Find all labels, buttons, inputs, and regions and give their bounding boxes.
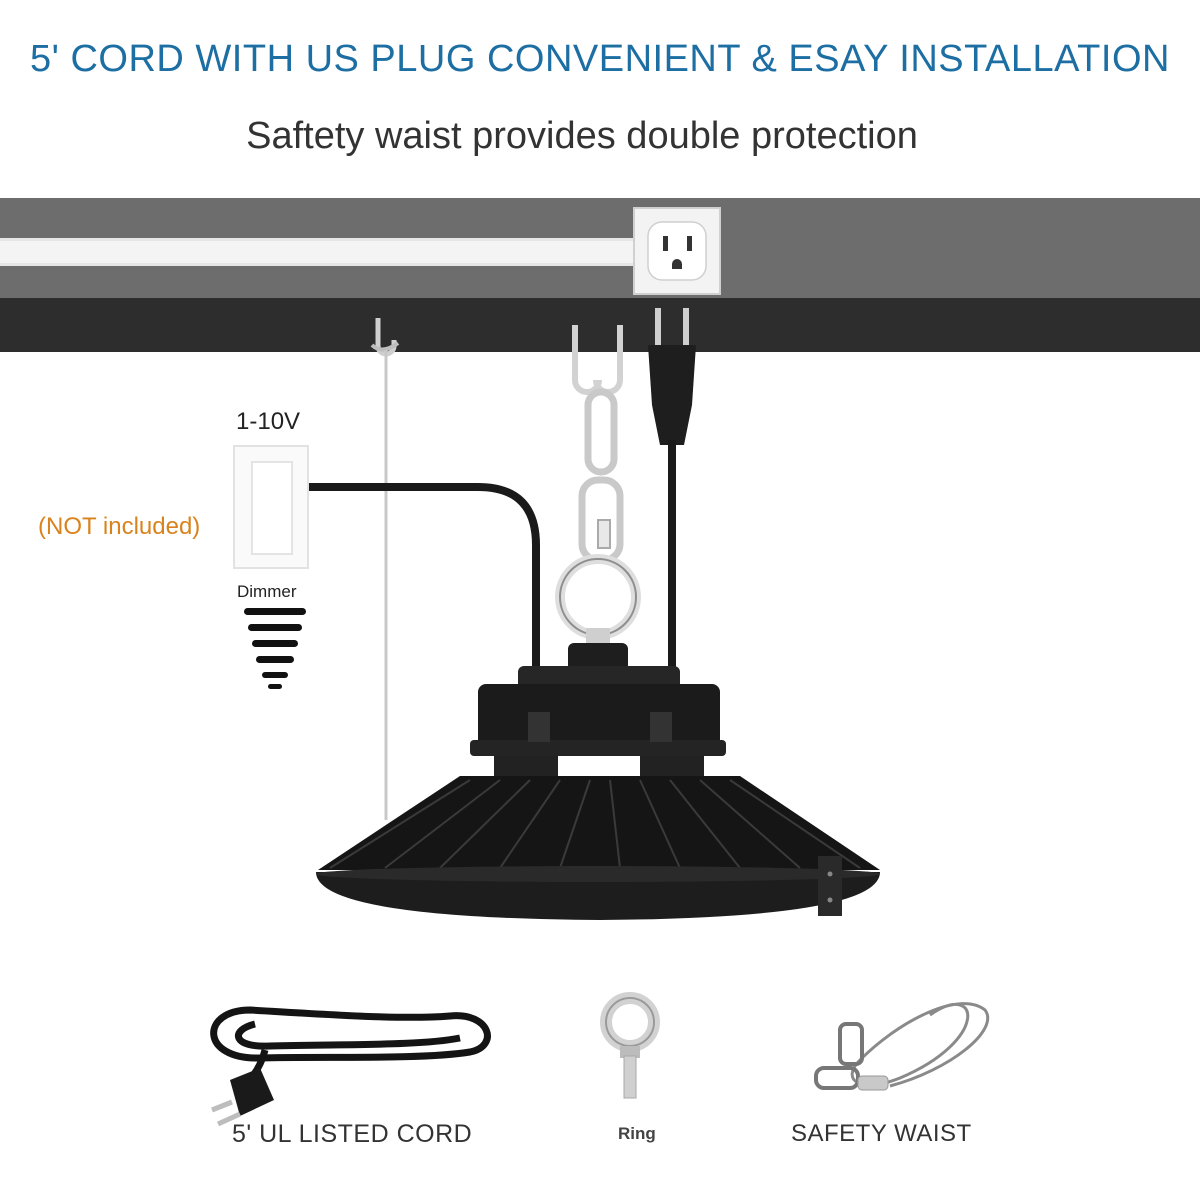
cord-label: 5' UL LISTED CORD bbox=[232, 1120, 473, 1148]
safety-waist-label: SAFETY WAIST bbox=[791, 1120, 972, 1147]
dimmer-level-icon bbox=[244, 608, 306, 689]
plug-cord bbox=[648, 308, 696, 670]
dimmer-switch-icon bbox=[233, 445, 309, 569]
safety-hook-icon bbox=[370, 318, 400, 820]
eye-ring-icon bbox=[600, 992, 660, 1099]
wall-outlet-icon bbox=[633, 207, 721, 295]
dimmer-label: Dimmer bbox=[237, 582, 297, 601]
lamp-eye-bolt bbox=[555, 554, 641, 648]
safety-cable-icon bbox=[814, 1002, 990, 1091]
subheadline: Saftety waist provides double protection bbox=[246, 115, 918, 157]
not-included-note: (NOT included) bbox=[38, 513, 201, 540]
headline: 5' CORD WITH US PLUG CONVENIENT & ESAY I… bbox=[30, 38, 1170, 80]
dimmer-voltage-label: 1-10V bbox=[236, 408, 301, 435]
ceiling bbox=[0, 198, 1200, 352]
ring-label: Ring bbox=[618, 1124, 656, 1143]
dimmer-cable bbox=[308, 483, 540, 675]
power-cord-icon bbox=[210, 1006, 491, 1127]
hanging-chain bbox=[578, 388, 624, 564]
ufo-high-bay-lamp bbox=[316, 643, 880, 920]
